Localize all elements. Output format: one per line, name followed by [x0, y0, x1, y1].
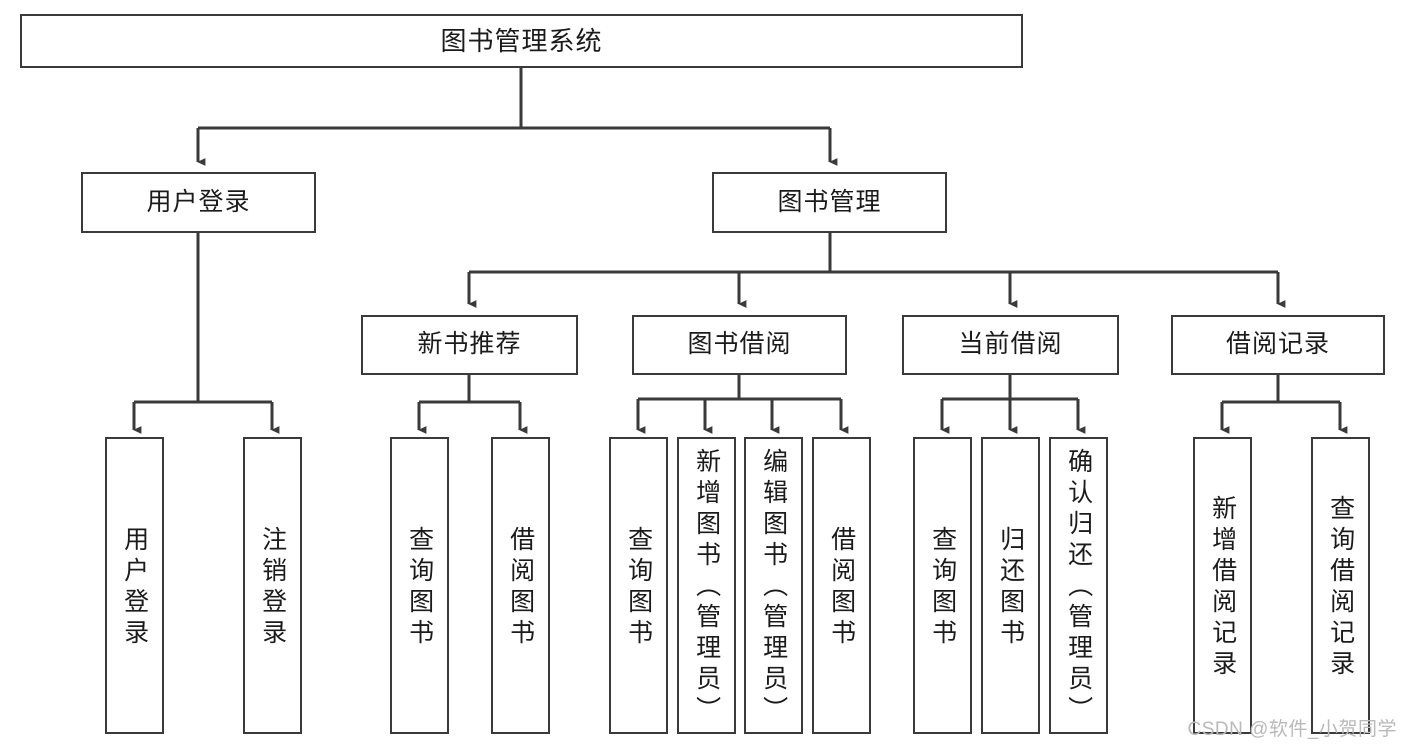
node-leaf-add-book[interactable]: 新增图书（管理员） [677, 437, 736, 734]
node-leaf-user-login[interactable]: 用户登录 [105, 437, 164, 734]
node-current-borrow[interactable]: 当前借阅 [902, 315, 1119, 375]
node-label: 当前借阅 [958, 330, 1063, 359]
node-leaf-add-record[interactable]: 新增借阅记录 [1193, 437, 1252, 734]
node-label: 新增图书（管理员） [692, 448, 721, 727]
node-new-book-rec[interactable]: 新书推荐 [361, 315, 578, 375]
node-label: 查询借阅记录 [1326, 494, 1355, 681]
node-label: 新增借阅记录 [1208, 494, 1237, 681]
node-label: 图书管理系统 [440, 25, 603, 56]
node-book-borrow[interactable]: 图书借阅 [632, 315, 847, 375]
node-leaf-query-book-3[interactable]: 查询图书 [913, 437, 972, 734]
node-leaf-query-book-2[interactable]: 查询图书 [609, 437, 668, 734]
node-leaf-borrow-book-1[interactable]: 借阅图书 [491, 437, 550, 734]
node-leaf-borrow-book-2[interactable]: 借阅图书 [812, 437, 871, 734]
node-label: 编辑图书（管理员） [759, 448, 788, 727]
node-root-system[interactable]: 图书管理系统 [20, 14, 1023, 68]
node-label: 归还图书 [996, 525, 1025, 650]
node-leaf-confirm-return[interactable]: 确认归还（管理员） [1049, 437, 1108, 734]
node-label: 新书推荐 [417, 330, 522, 359]
node-label: 用户登录 [146, 187, 251, 216]
node-label: 借阅记录 [1225, 330, 1330, 359]
node-leaf-edit-book[interactable]: 编辑图书（管理员） [744, 437, 803, 734]
node-label: 图书借阅 [687, 330, 792, 359]
node-leaf-logout-login[interactable]: 注销登录 [243, 437, 302, 734]
node-label: 注销登录 [258, 525, 287, 650]
watermark-text: CSDN @软件_小贺同学 [1187, 719, 1397, 740]
node-borrow-record[interactable]: 借阅记录 [1171, 315, 1385, 375]
node-user-login[interactable]: 用户登录 [81, 172, 316, 233]
node-label: 确认归还（管理员） [1064, 448, 1093, 727]
node-label: 查询图书 [928, 525, 957, 650]
node-label: 用户登录 [120, 525, 149, 650]
node-leaf-query-record[interactable]: 查询借阅记录 [1311, 437, 1370, 734]
node-label: 借阅图书 [506, 525, 535, 650]
node-leaf-return-book[interactable]: 归还图书 [981, 437, 1040, 734]
node-leaf-query-book-1[interactable]: 查询图书 [390, 437, 449, 734]
node-label: 查询图书 [405, 525, 434, 650]
node-label: 借阅图书 [827, 525, 856, 650]
node-label: 图书管理 [777, 187, 882, 216]
node-book-manage[interactable]: 图书管理 [712, 172, 947, 233]
node-label: 查询图书 [624, 525, 653, 650]
